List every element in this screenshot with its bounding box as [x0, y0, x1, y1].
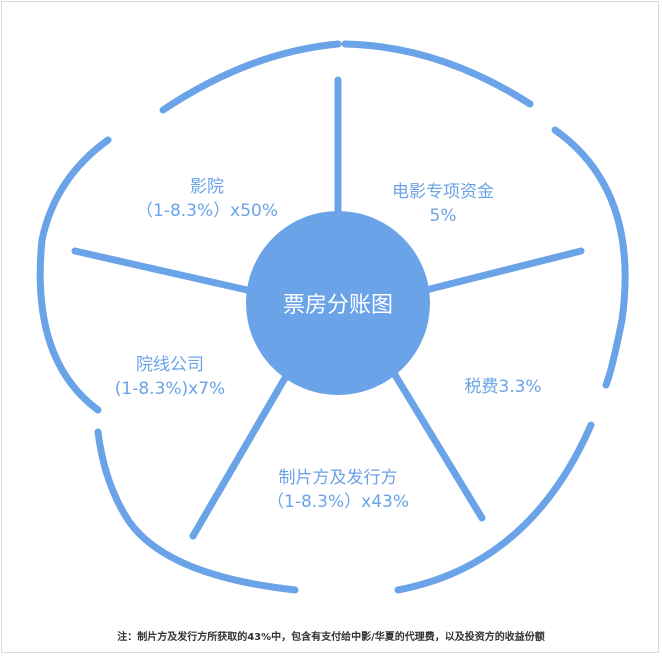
label-chain-name: 院线公司	[136, 355, 204, 375]
outer-arc-top-left	[159, 40, 342, 114]
outer-arc-bottom-left	[94, 428, 299, 594]
label-fund-name: 电影专项资金	[392, 182, 494, 202]
label-cinema-name: 影院	[190, 177, 224, 197]
spoke-left	[71, 247, 251, 294]
outer-arc-top-right	[341, 40, 534, 108]
spoke-bottom-right	[388, 366, 486, 522]
label-producer-share: （1-8.3%）x43%	[267, 492, 409, 512]
label-chain-share: (1-8.3%)x7%	[114, 379, 226, 399]
footnote: 注：制片方及发行方所获取的43%中，包含有支付给中影/华夏的代理费，以及投资方的…	[117, 632, 545, 643]
outer-arc-right	[551, 126, 629, 389]
label-tax: 税费3.3%	[464, 375, 541, 399]
label-tax-name: 税费3.3%	[464, 377, 542, 397]
label-producer-name: 制片方及发行方	[278, 468, 398, 488]
label-producer: 制片方及发行方 （1-8.3%）x43%	[267, 466, 409, 514]
center-circle	[246, 211, 430, 395]
outer-arc-left	[36, 136, 112, 414]
outer-arc-bottom-right	[394, 421, 595, 594]
label-fund-share: 5%	[429, 206, 457, 226]
spoke-right	[422, 247, 585, 294]
label-cinema-share: （1-8.3%）x50%	[136, 201, 278, 221]
label-fund: 电影专项资金 5%	[392, 180, 494, 228]
label-cinema: 影院 （1-8.3%）x50%	[136, 175, 278, 223]
label-chain: 院线公司 (1-8.3%)x7%	[115, 353, 225, 401]
center-title: 票房分账图	[282, 293, 394, 318]
spoke-bottom-left	[189, 374, 289, 540]
